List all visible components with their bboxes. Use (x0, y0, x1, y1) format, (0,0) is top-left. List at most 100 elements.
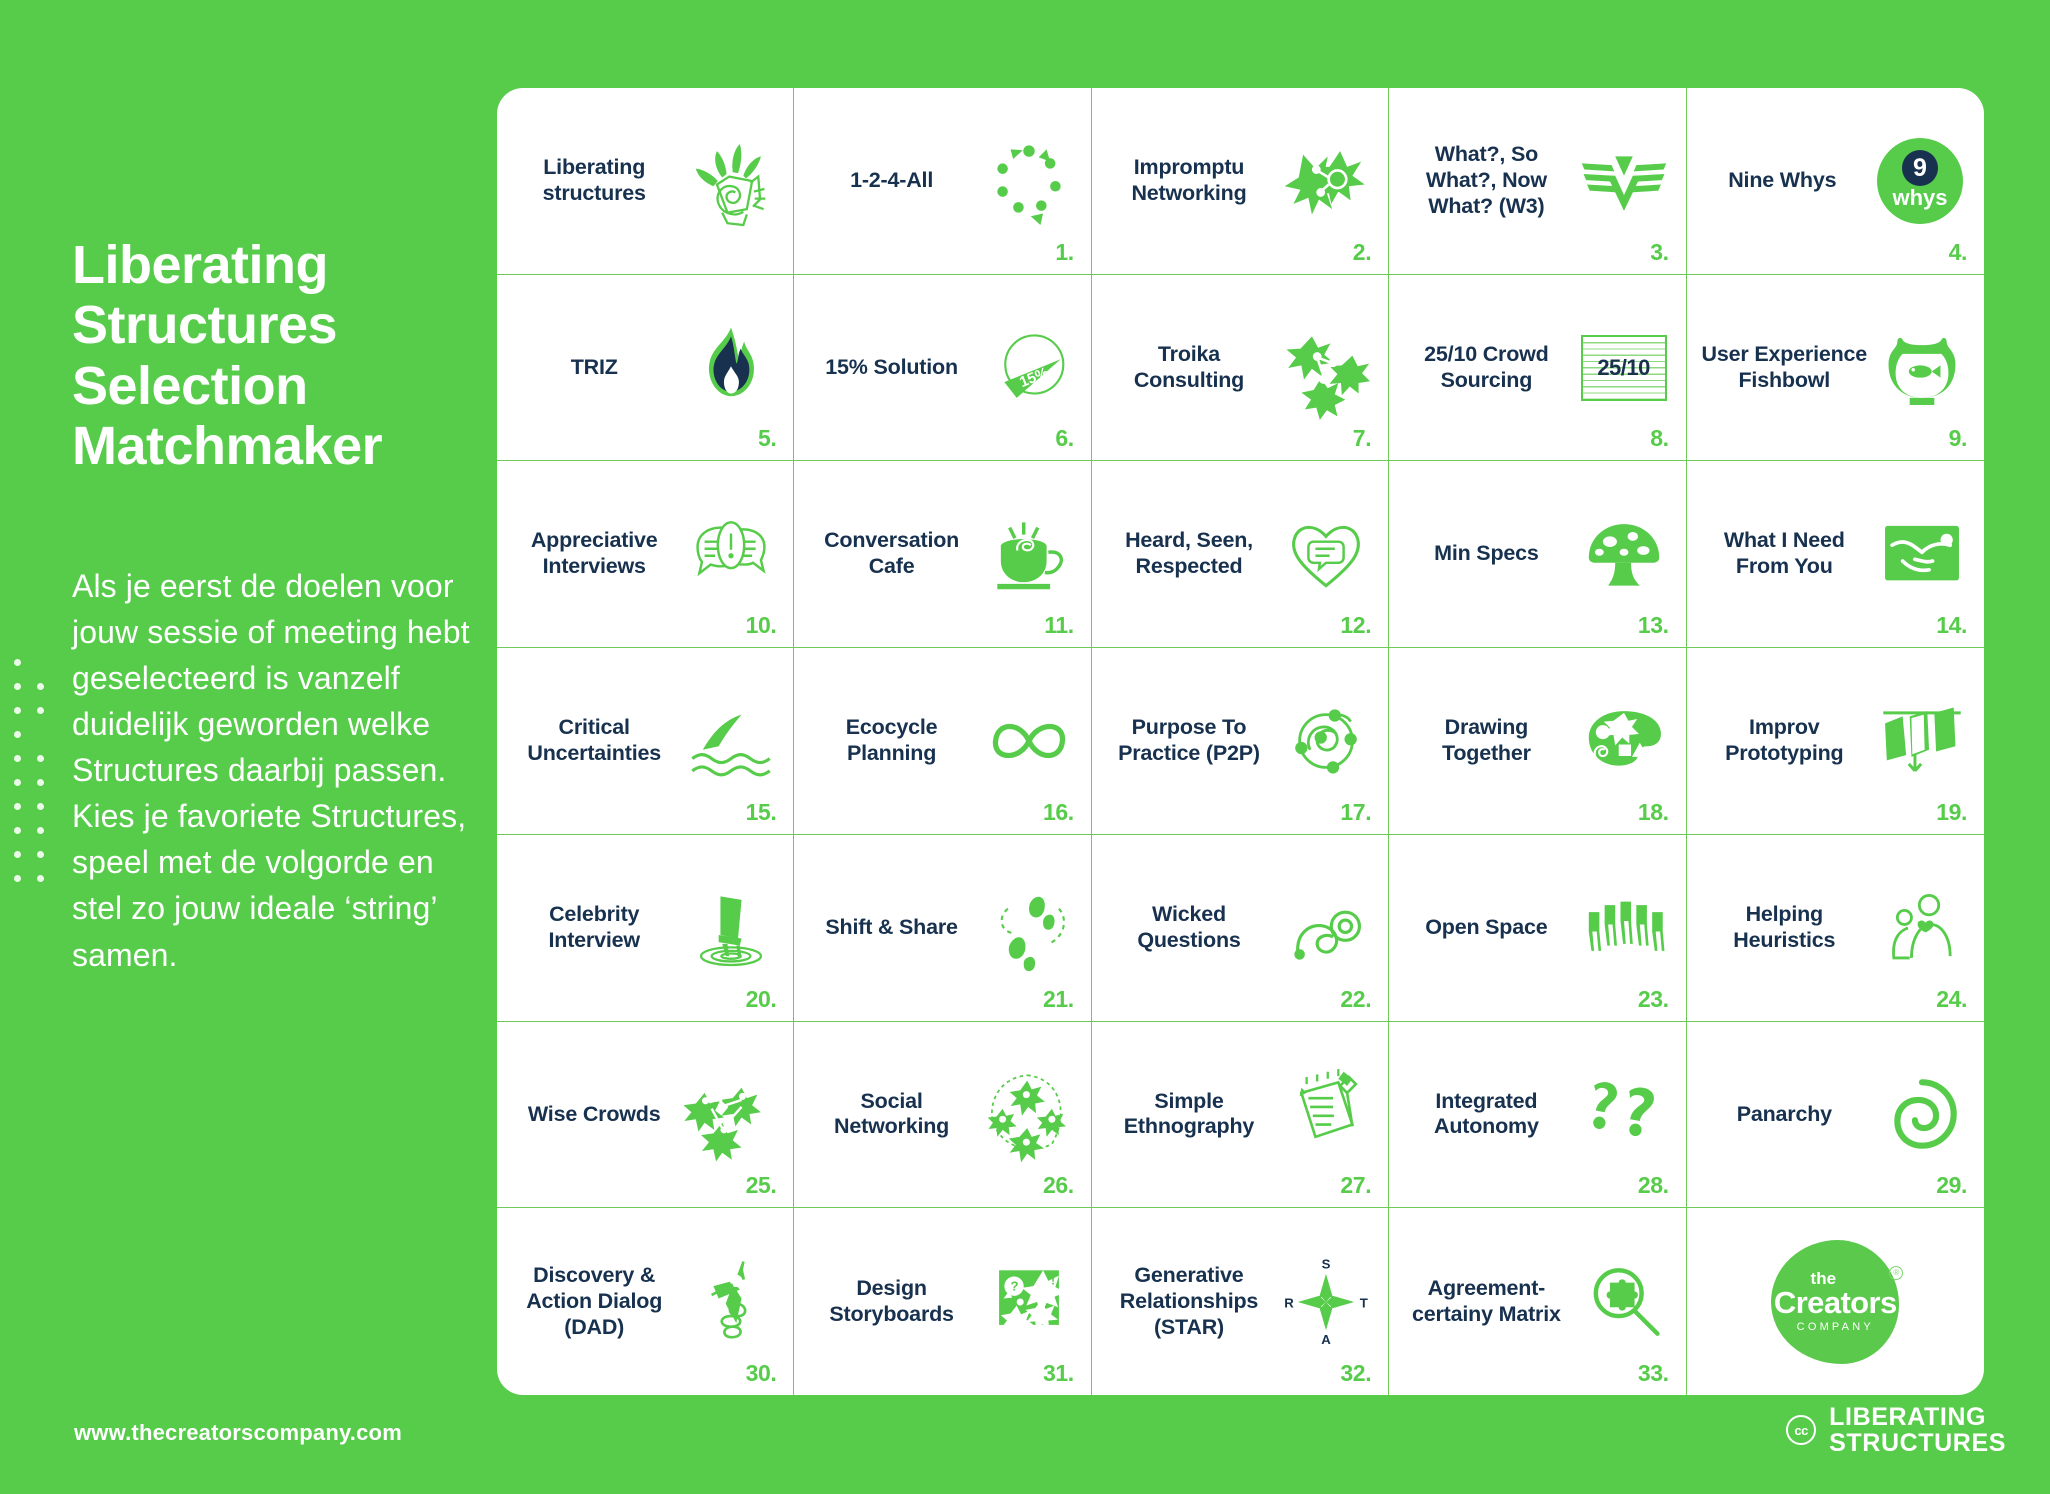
structure-cell[interactable]: 1-2-4-All 1. (794, 88, 1092, 275)
structure-number: 18. (1637, 798, 1669, 825)
shark-fin-icon (683, 697, 779, 785)
structure-cell[interactable]: Min Specs 13. (1389, 461, 1687, 649)
star-people-icon (683, 1070, 779, 1162)
structure-label: Design Storyboards (829, 1275, 954, 1326)
logo-blob (1771, 1239, 1900, 1364)
structure-number: 16. (1043, 798, 1074, 825)
left-panel: Liberating Structures Selection Matchmak… (72, 235, 482, 978)
structure-number: 1. (1055, 238, 1074, 265)
structure-label: Drawing Together (1442, 715, 1531, 765)
structure-cell[interactable]: Impromptu Networking 2. (1091, 88, 1390, 275)
handshake-icon (1874, 510, 1970, 598)
structure-label: 25/10 Crowd Sourcing (1424, 341, 1549, 392)
dot-circle-icon (981, 137, 1077, 225)
structure-number: 19. (1936, 798, 1967, 825)
structure-number: 2. (1352, 238, 1372, 265)
structure-cell[interactable]: Discovery & Action Dialog (DAD) 30. (497, 1208, 795, 1395)
svg-text:?: ? (1010, 1278, 1018, 1293)
structure-number: 29. (1936, 1172, 1967, 1199)
nine-digit: 9 (1901, 150, 1938, 187)
structure-cell[interactable]: Helping Heuristics 24. (1686, 835, 1984, 1022)
svg-text:R: R (1284, 1295, 1294, 1310)
structure-cell[interactable]: Drawing Together 18. (1389, 648, 1687, 835)
structure-cell[interactable]: 15% Solution 15%6. (794, 274, 1092, 462)
structure-cell[interactable]: Agreement-certainy Matrix 33. (1389, 1208, 1687, 1395)
index-card-icon: 25/10 (1580, 334, 1667, 401)
structure-cell[interactable]: Conversation Cafe 11. (794, 461, 1092, 649)
structure-cell[interactable]: Simple Ethnography 27. (1091, 1021, 1390, 1209)
structure-number: 3. (1650, 238, 1669, 265)
structure-label: User Experience Fishbowl (1701, 341, 1868, 392)
structure-cell[interactable]: TRIZ 5. (497, 274, 795, 462)
structure-number: 30. (745, 1359, 777, 1386)
structure-cell[interactable]: Liberating structures (497, 88, 795, 275)
structure-cell[interactable]: Heard, Seen, Respected 12. (1091, 461, 1390, 649)
svg-text:!: ! (1051, 1273, 1055, 1287)
palette-icon (1576, 697, 1672, 785)
heart-speech-icon (1278, 510, 1374, 598)
structure-cell[interactable]: Ecocycle Planning 16. (794, 648, 1092, 835)
brand-line-1: LIBERATING (1829, 1403, 1987, 1431)
creative-commons-icon: cc (1786, 1415, 1817, 1445)
structure-number: 17. (1340, 798, 1372, 825)
structure-cell[interactable]: Social Networking 26. (794, 1021, 1092, 1209)
structure-number: 20. (745, 985, 777, 1012)
structure-cell[interactable]: Wise Crowds 25. (497, 1021, 795, 1209)
structure-cell[interactable]: Shift & Share 2 21. (794, 834, 1092, 1022)
pie-15-percent-icon: 15% (981, 324, 1077, 412)
structure-number: 27. (1340, 1172, 1372, 1199)
structure-label: Helping Heuristics (1733, 901, 1836, 952)
structure-cell[interactable]: Design Storyboards ? ! 31. (794, 1208, 1092, 1395)
structure-label: What I Need From You (1723, 528, 1845, 579)
structure-cell[interactable]: Purpose To Practice (P2P) 17. (1091, 648, 1390, 835)
intro-paragraph: Als je eerst de doelen voor jouw sessie … (72, 567, 470, 973)
structure-label: Improv Prototyping (1725, 715, 1844, 765)
structure-cell[interactable]: Critical Uncertainties 15. (497, 648, 795, 835)
structure-number: 5. (758, 425, 777, 452)
chair-spotlight-icon (683, 884, 779, 972)
structure-label: Open Space (1425, 914, 1548, 939)
logo-creators: Creators (1773, 1284, 1897, 1320)
structure-number: 22. (1340, 985, 1372, 1012)
structure-cell[interactable]: Troika Consulting 7. (1091, 274, 1390, 462)
structure-cell[interactable]: Wicked Questions 22. (1091, 834, 1390, 1022)
structure-cell[interactable]: Open Space 23. (1389, 834, 1687, 1022)
structure-label: Ecocycle Planning (845, 715, 938, 765)
structure-cell[interactable]: What?, So What?, Now What? (W3) 3. (1389, 88, 1687, 275)
structure-cell[interactable]: Integrated Autonomy 28. (1389, 1021, 1687, 1209)
structure-label: Min Specs (1434, 541, 1539, 566)
brand-line-2: STRUCTURES (1829, 1429, 2006, 1457)
structure-number: 33. (1637, 1359, 1669, 1386)
structure-number: 32. (1340, 1359, 1372, 1386)
website-url[interactable]: www.thecreatorscompany.com (74, 1420, 402, 1445)
structure-number: 6. (1055, 425, 1074, 452)
structure-label: TRIZ (570, 354, 618, 379)
structure-label: Liberating structures (542, 155, 646, 205)
structure-cell[interactable]: User Experience Fishbowl 9. (1686, 275, 1984, 462)
structure-cell[interactable]: Appreciative Interviews 10. (497, 461, 795, 649)
structure-label: Wise Crowds (527, 1101, 661, 1126)
structure-number: 15. (745, 798, 777, 825)
structure-cell[interactable]: Improv Prototyping 19. (1686, 648, 1984, 835)
structure-cell[interactable]: What I Need From You 14. (1686, 461, 1984, 649)
footsteps-icon: 2 (981, 884, 1077, 972)
three-stars-icon (1278, 324, 1374, 420)
structure-number: 7. (1352, 425, 1372, 452)
structure-label: Heard, Seen, Respected (1125, 528, 1253, 579)
infinity-icon (981, 697, 1077, 785)
structure-cell[interactable]: Panarchy 29. (1686, 1022, 1984, 1209)
magnifier-puzzle-icon (1576, 1258, 1672, 1346)
structure-cell[interactable]: Celebrity Interview 20. (497, 834, 795, 1022)
structure-cell[interactable]: Generative Relationships (STAR) S A R T … (1092, 1208, 1390, 1395)
structure-label: Simple Ethnography (1123, 1088, 1255, 1139)
structure-label: Celebrity Interview (548, 901, 640, 952)
structure-label: Nine Whys (1728, 167, 1837, 192)
index-card-icon: 25/10 (1576, 324, 1672, 412)
structure-number: 21. (1043, 985, 1074, 1012)
